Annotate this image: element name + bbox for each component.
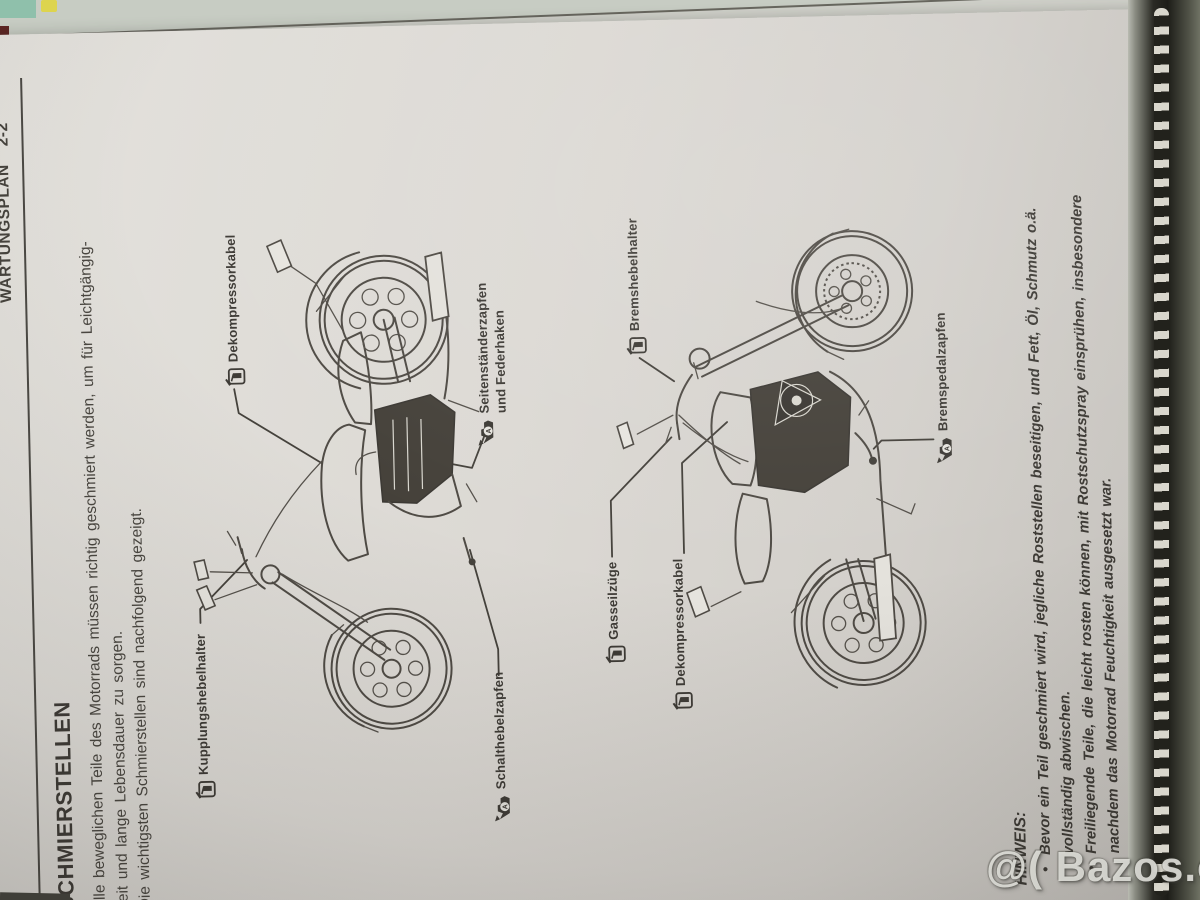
manual-page: WARTUNGSPLAN2-2 SCHMIERSTELLEN Alle bewe… [0,8,1191,900]
label-text: Schalthebelzapfen [490,671,509,790]
grease-gun-icon [604,644,629,665]
header-page-number: 2-2 [0,122,12,147]
figure2-motorcycle-right-side [609,228,935,689]
page-header: WARTUNGSPLAN 2-2 [0,122,16,303]
bazos-watermark: @( Bazos.cz [986,843,1200,890]
hinweis-text: nachdem das Motorrad Feuchtigkeit ausges… [1098,477,1123,854]
label-line: und Federhaken [490,309,509,414]
label-dekompressorkabel-fig1: Dekompressorkabel [223,234,249,387]
svg-text:A: A [944,446,951,451]
spiral-binding-coils [1154,8,1169,896]
label-gasseilzuege: Gasseilzüge [604,561,629,665]
figure1-motorcycle-left-side [193,239,500,733]
label-text: Seitenständerzapfen und Federhaken [473,282,510,414]
grease-gun-icon [671,691,696,712]
grease-gun-icon [224,367,249,388]
label-text: Dekompressorkabel [670,558,689,687]
oil-can-icon: A [933,436,958,464]
grease-gun-icon [625,336,650,357]
label-text: Gasseilzüge [604,561,621,640]
section-title: SCHMIERSTELLEN [49,700,79,900]
header-title: WARTUNGSPLAN [0,164,16,304]
label-seitenstaenderzapfen: A Seitenständerzapfen und Federhaken [474,282,511,446]
label-text: Bremspedalzapfen [932,312,951,432]
oil-can-icon: A [491,794,516,822]
oil-can-icon: A [475,418,500,446]
svg-text:A: A [502,804,509,809]
hinweis-text: vollständig abwischen. [1057,690,1077,855]
teal-object [0,0,36,18]
label-bremspedalzapfen: A Bremspedalzapfen [932,312,958,464]
svg-text:A: A [486,428,493,433]
label-dekompressorkabel-fig2: Dekompressorkabel [670,558,696,711]
label-text: Bremshebelhalter [624,217,642,332]
label-schalthebelzapfen: A Schalthebelzapfen [490,671,516,822]
yellow-object [41,0,57,12]
grease-gun-icon [194,780,219,801]
hinweis-note: HINWEIS: • Bevor ein Teil geschmiert wir… [995,68,1127,886]
header-rule [20,77,42,900]
label-kupplungshebelhalter: Kupplungshebelhalter [193,633,220,800]
label-text: Dekompressorkabel [222,234,241,363]
label-bremshebelhalter: Bremshebelhalter [624,218,650,357]
label-text: Kupplungshebelhalter [192,633,211,776]
label-line: Seitenständerzapfen [473,282,492,414]
document-content: WARTUNGSPLAN2-2 SCHMIERSTELLEN Alle bewe… [0,44,1167,900]
bottom-edge-shadow [0,892,71,900]
